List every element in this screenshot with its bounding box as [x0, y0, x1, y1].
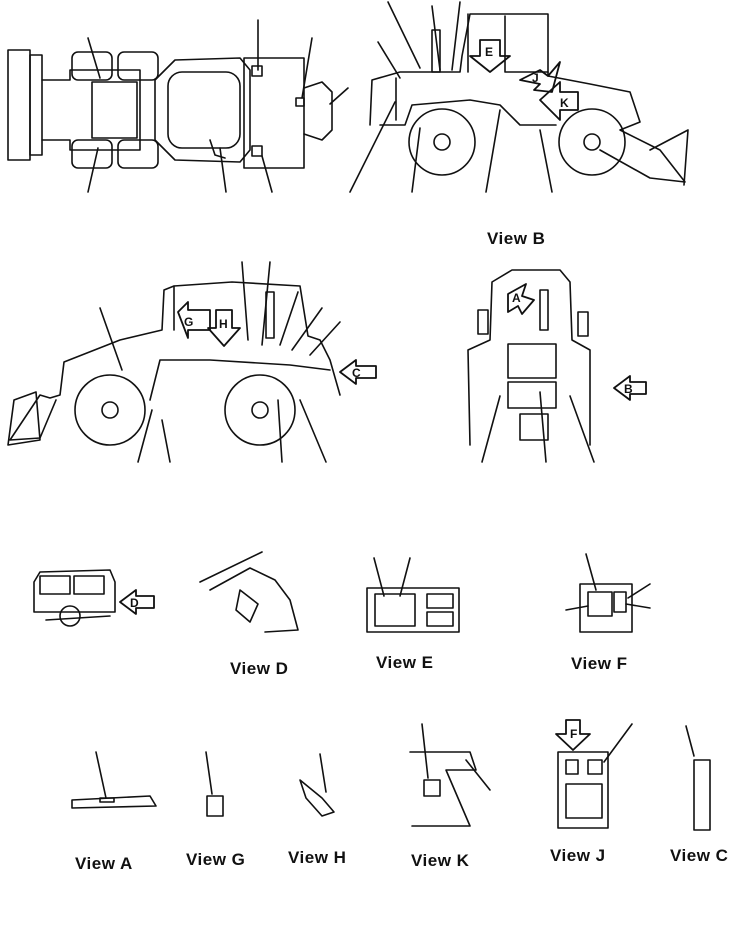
view-h-label: View H — [288, 848, 347, 867]
view-f-label: View F — [571, 654, 628, 673]
arrow-label-j: J — [532, 71, 539, 85]
view-c-drawing — [685, 725, 711, 831]
view-d-drawing — [199, 551, 299, 633]
side-view-left-drawing: G H C — [7, 261, 377, 463]
view-g-drawing — [205, 751, 224, 817]
arrow-label-g: G — [184, 315, 193, 329]
view-j-drawing: F — [555, 719, 633, 829]
view-k-label: View K — [411, 851, 470, 870]
view-e-drawing — [366, 557, 460, 633]
rear-view-drawing: A B — [467, 269, 647, 463]
detail-cab-view: D — [33, 569, 155, 627]
view-k-drawing — [409, 723, 491, 827]
arrow-label-f: F — [570, 727, 577, 741]
arrow-label-h: H — [219, 317, 228, 331]
view-e-label: View E — [376, 653, 434, 672]
view-a-label: View A — [75, 854, 133, 873]
arrow-label-k: K — [560, 96, 569, 110]
view-c-label: View C — [670, 846, 729, 865]
view-j-label: View J — [550, 846, 606, 865]
arrow-label-b: B — [624, 382, 633, 396]
arrow-label-d: D — [130, 596, 139, 610]
arrow-label-a: A — [512, 291, 521, 305]
view-g-label: View G — [186, 850, 246, 869]
arrow-label-e: E — [485, 45, 493, 59]
view-b-label: View B — [487, 229, 546, 248]
view-f-drawing — [565, 553, 651, 633]
arrow-label-c: C — [352, 366, 361, 380]
view-h-drawing — [299, 753, 335, 817]
side-view-right-drawing: E J K — [349, 1, 689, 193]
view-a-drawing — [71, 751, 157, 809]
top-view-drawing — [7, 19, 349, 193]
view-d-label: View D — [230, 659, 289, 678]
